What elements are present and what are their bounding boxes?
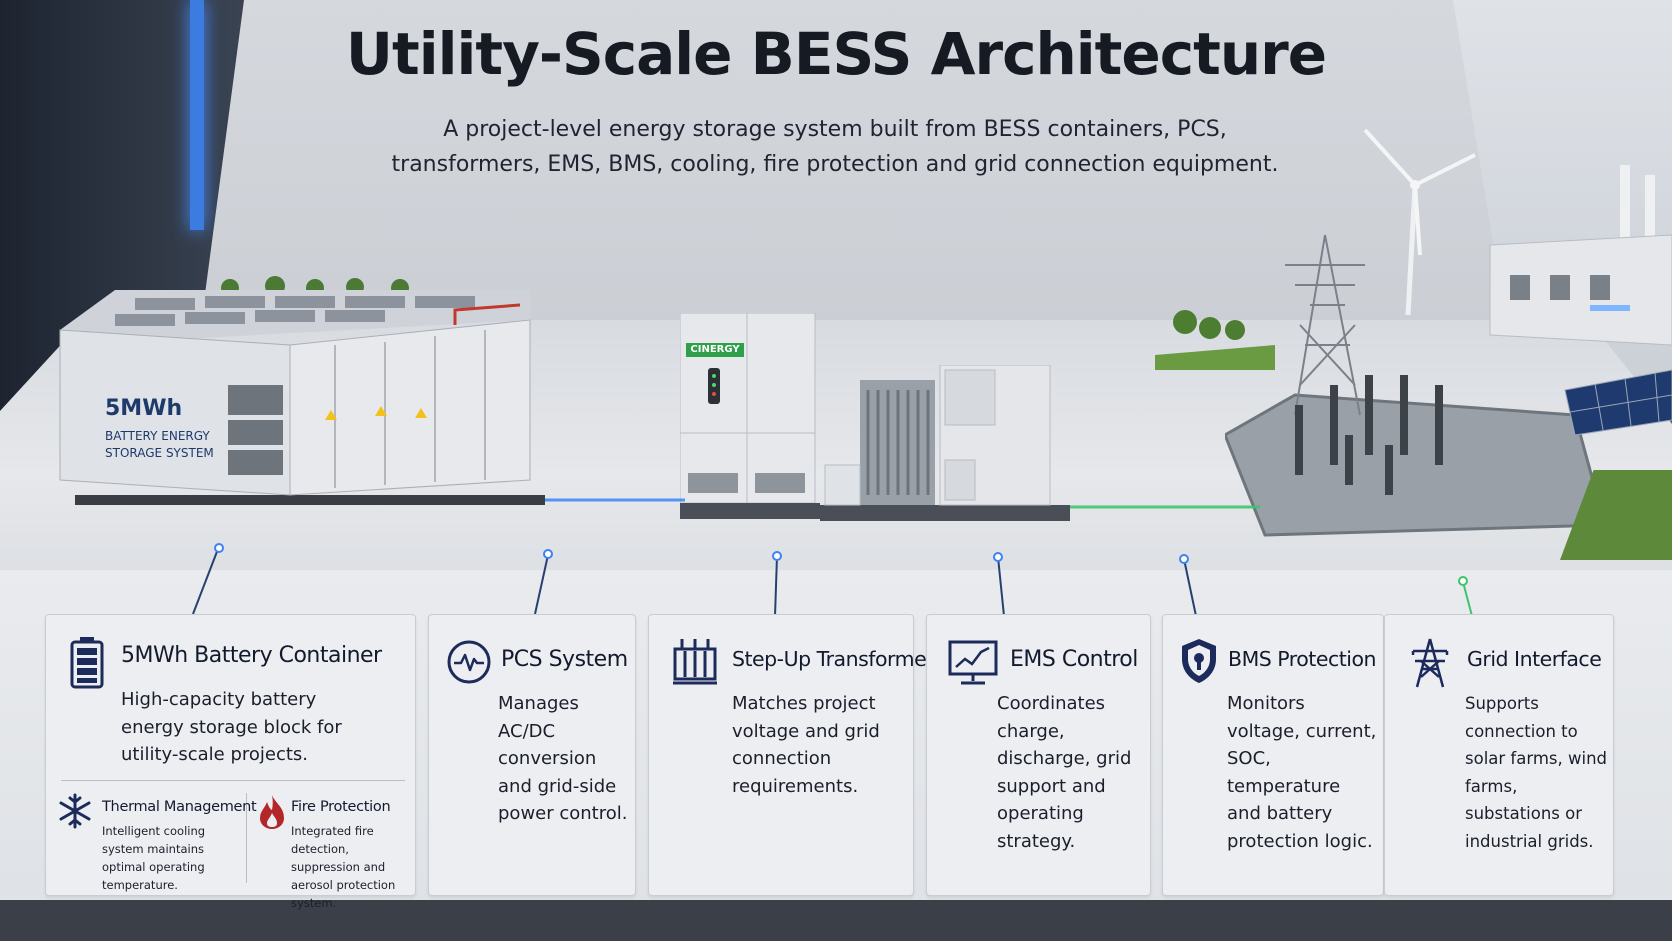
card-step-up-transformer: Step-Up Transformer Matches project volt… [648, 614, 935, 896]
card-pcs-system: PCS System Manages AC/DC conversion and … [428, 614, 636, 896]
brand-badge: CINERGY [686, 343, 744, 357]
card-ems-control: EMS Control Coordinates charge, discharg… [926, 614, 1151, 896]
power-tower-icon [1409, 637, 1451, 689]
card-description: Monitors voltage, current, SOC, temperat… [1227, 693, 1377, 852]
battery-icon [69, 637, 105, 689]
shield-icon [1179, 637, 1219, 685]
flame-icon [257, 793, 287, 831]
tree-cluster [1155, 300, 1275, 370]
card-grid-interface: Grid Interface Supports connection to so… [1384, 614, 1614, 896]
substation-model [1225, 225, 1605, 570]
solar-panel-model [1555, 360, 1672, 470]
feature-title: Fire Protection [291, 799, 391, 815]
card-title: EMS Control [1010, 647, 1138, 672]
factory-model [1480, 165, 1672, 365]
container-sub-line: BATTERY ENERGY [105, 429, 210, 443]
card-divider [61, 780, 405, 781]
monitor-chart-icon [947, 639, 999, 687]
card-description: High-capacity battery energy storage blo… [121, 689, 342, 765]
waveform-icon [446, 639, 492, 685]
card-divider [246, 793, 247, 883]
transformer-model [820, 365, 1070, 525]
container-capacity-label: 5MWh [105, 396, 183, 421]
feature-title: Thermal Management [102, 799, 257, 815]
light-strip [190, 0, 204, 230]
card-description: Coordinates charge, discharge, grid supp… [997, 693, 1132, 852]
page-title: Utility-Scale BESS Architecture [345, 20, 1327, 88]
card-bms-protection: BMS Protection Monitors voltage, current… [1162, 614, 1384, 896]
card-title: Grid Interface [1467, 647, 1602, 671]
card-title: PCS System [501, 647, 628, 672]
card-title: BMS Protection [1228, 647, 1377, 671]
container-sub-label: BATTERY ENERGY STORAGE SYSTEM [105, 428, 214, 462]
card-description: Supports connection to solar farms, wind… [1465, 694, 1607, 851]
battery-container-model [55, 290, 575, 520]
card-title: Step-Up Transformer [732, 647, 935, 671]
floor [0, 900, 1672, 941]
feature-description: Intelligent cooling system maintains opt… [102, 824, 206, 892]
card-title: 5MWh Battery Container [121, 643, 382, 668]
card-description: Manages AC/DC conversion and grid-side p… [498, 693, 628, 824]
feature-description: Integrated fire detection, suppression a… [291, 824, 396, 910]
container-sub-line: STORAGE SYSTEM [105, 446, 214, 460]
transformer-icon [672, 637, 718, 687]
snowflake-icon [58, 793, 92, 829]
page-subtitle: A project-level energy storage system bu… [391, 117, 1279, 177]
card-description: Matches project voltage and grid connect… [732, 693, 880, 797]
wind-turbine-model [1360, 125, 1480, 315]
card-battery-container: 5MWh Battery Container High-capacity bat… [45, 614, 416, 910]
